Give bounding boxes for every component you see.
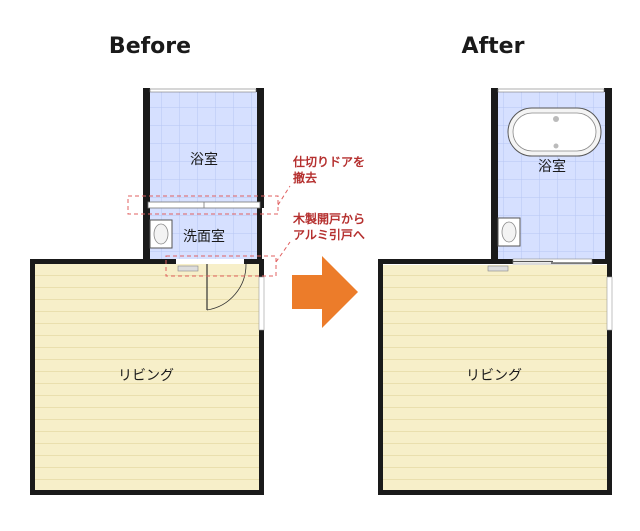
before-title: Before <box>109 34 191 59</box>
after-plan: After <box>378 34 613 495</box>
before-living-floor <box>34 263 259 491</box>
before-swing-door <box>176 259 247 311</box>
before-bath-window <box>149 88 257 93</box>
after-living-side-opening <box>606 276 613 331</box>
after-bath-window <box>497 88 605 93</box>
before-threshold-fixture <box>177 265 199 272</box>
note-sliding-door-line1: 木製開戸から <box>292 211 365 226</box>
bathtub-icon <box>507 107 602 157</box>
before-bath-label: 浴室 <box>190 151 218 168</box>
before-plan: Before <box>30 34 365 495</box>
after-living-label: リビング <box>466 368 522 384</box>
note-remove-door-line2: 撤去 <box>293 170 317 185</box>
after-sliding-door <box>512 258 593 265</box>
before-living-side-opening <box>258 276 265 331</box>
before-bathroom-floor <box>148 92 260 203</box>
before-living-label: リビング <box>118 368 174 384</box>
before-partition-door <box>147 201 261 209</box>
after-title: After <box>462 34 525 59</box>
before-washroom-label: 洗面室 <box>183 228 225 245</box>
partition-callout-line <box>277 185 291 206</box>
note-sliding-door-line2: アルミ引戸へ <box>293 228 365 242</box>
note-remove-door-line1: 仕切りドアを <box>292 154 365 169</box>
transition-arrow-icon <box>292 256 358 328</box>
before-sink <box>149 219 173 249</box>
door-highlight-box <box>165 255 277 277</box>
after-bath-label: 浴室 <box>538 158 566 175</box>
door-callout-line <box>275 241 291 263</box>
after-threshold-fixture <box>487 265 509 272</box>
after-living-floor <box>382 265 607 491</box>
after-walls <box>378 88 612 495</box>
after-sink <box>497 217 521 247</box>
before-walls <box>30 88 264 495</box>
